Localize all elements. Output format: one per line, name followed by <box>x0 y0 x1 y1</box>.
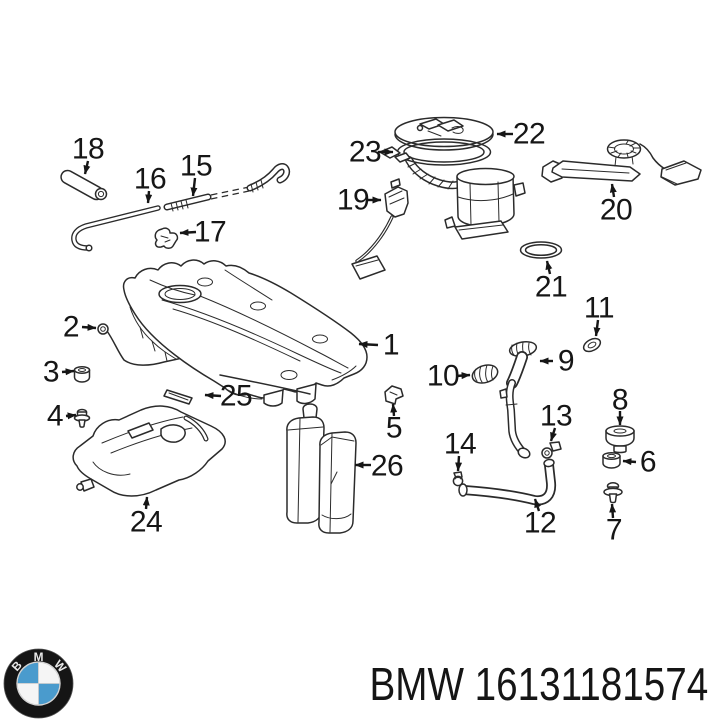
part-10-cap <box>471 364 499 384</box>
part-21-o-ring <box>519 241 563 259</box>
part-15-hose-section <box>163 163 291 212</box>
part-25-strip <box>163 389 193 405</box>
callout-22-label: 22 <box>513 118 545 151</box>
callout-7-label: 7 <box>606 514 622 547</box>
part-17-clip <box>154 227 179 249</box>
part-11-grommet <box>582 337 602 353</box>
parts-diagram-canvas: 1 2 3 4 5 6 7 8 9 10 11 12 13 14 15 16 1… <box>43 116 702 547</box>
callout-labels: 1 2 3 4 5 6 7 8 9 10 11 12 13 14 15 16 1… <box>43 118 657 547</box>
bmw-quadrant-top-right <box>38 661 61 684</box>
part-26-charcoal-canister <box>286 403 357 534</box>
callout-6-label: 6 <box>640 446 656 479</box>
callout-5-label: 5 <box>386 412 402 445</box>
callout-2-label: 2 <box>63 311 79 344</box>
callout-24-arrow <box>142 496 150 510</box>
part-number-line: BMW 16131181574 <box>369 661 708 707</box>
brand-text: BMW <box>369 658 464 710</box>
bmw-quadrant-bottom-left <box>16 683 39 706</box>
callout-3-arrow <box>61 368 75 376</box>
callout-17-label: 17 <box>194 216 226 249</box>
callout-21-arrow <box>545 260 553 275</box>
callout-12-arrow <box>533 498 542 512</box>
part-13-clip <box>541 441 562 459</box>
callout-13-label: 13 <box>540 400 572 433</box>
callout-17-arrow <box>179 228 197 236</box>
pump-body <box>444 167 526 240</box>
bmw-quadrant-top-left <box>16 661 39 684</box>
callout-23-label: 23 <box>349 136 381 169</box>
callout-20-label: 20 <box>600 194 632 227</box>
callout-19-label: 19 <box>337 184 369 217</box>
callout-5-arrow <box>390 403 398 417</box>
callout-9-label: 9 <box>558 345 574 378</box>
callout-14-label: 14 <box>444 428 476 461</box>
callout-18-label: 18 <box>72 133 104 166</box>
callout-14-arrow <box>455 455 463 472</box>
callout-16-label: 16 <box>134 163 166 196</box>
part-16-vent-pipe <box>71 205 161 252</box>
part-12-hose <box>458 458 557 506</box>
callout-8-label: 8 <box>612 384 628 417</box>
callout-arrows <box>61 130 637 519</box>
callout-7-arrow <box>609 503 617 519</box>
part-2-vent-line <box>97 323 211 366</box>
callout-6-arrow <box>622 458 637 466</box>
callout-1-label: 1 <box>383 329 399 362</box>
part-8-rubber-mount <box>605 425 635 454</box>
part-24-heat-shield <box>72 405 226 497</box>
callout-13-arrow <box>549 427 557 442</box>
callout-20-arrow <box>609 183 617 198</box>
callout-15-label: 15 <box>180 150 212 183</box>
part-5-clip <box>384 385 404 405</box>
callout-15-arrow <box>190 177 198 197</box>
part-3-grommet <box>73 366 91 383</box>
callout-4-label: 4 <box>47 400 63 433</box>
callout-21-label: 21 <box>535 271 567 304</box>
callout-12-label: 12 <box>524 507 556 540</box>
callout-25-label: 25 <box>220 380 252 413</box>
callout-10-label: 10 <box>427 360 459 393</box>
callout-11-label: 11 <box>584 292 614 325</box>
part-7-screw <box>603 482 623 504</box>
bmw-logo: B M W <box>3 648 74 719</box>
part-22-fuel-pump-assembly <box>394 116 494 190</box>
callout-26-label: 26 <box>371 450 403 483</box>
part-4-screw <box>73 408 91 428</box>
callout-16-arrow <box>145 190 153 204</box>
callout-3-label: 3 <box>43 356 59 389</box>
callout-24-label: 24 <box>130 506 162 539</box>
callout-25-arrow <box>204 392 222 400</box>
callout-18-arrow <box>83 160 91 175</box>
part-number-text: 16131181574 <box>474 658 708 710</box>
part-9-vent-pipe <box>499 340 538 459</box>
part-14-clip <box>452 471 464 487</box>
callout-2-arrow <box>81 323 97 331</box>
callout-4-arrow <box>65 412 77 420</box>
part-20-fuel-level-sender <box>541 139 702 186</box>
part-2-vent-line-under-tank <box>219 374 311 395</box>
bmw-quadrant-bottom-right <box>38 683 61 706</box>
part-18-hose <box>60 169 108 201</box>
callout-11-arrow <box>593 319 601 337</box>
part-19-fuel-level-sensor <box>351 178 409 280</box>
callout-10-arrow <box>455 372 471 380</box>
part-6-grommet <box>602 451 621 469</box>
bmw-logo-letter-m: M <box>34 650 44 664</box>
callout-1-arrow <box>358 340 379 348</box>
